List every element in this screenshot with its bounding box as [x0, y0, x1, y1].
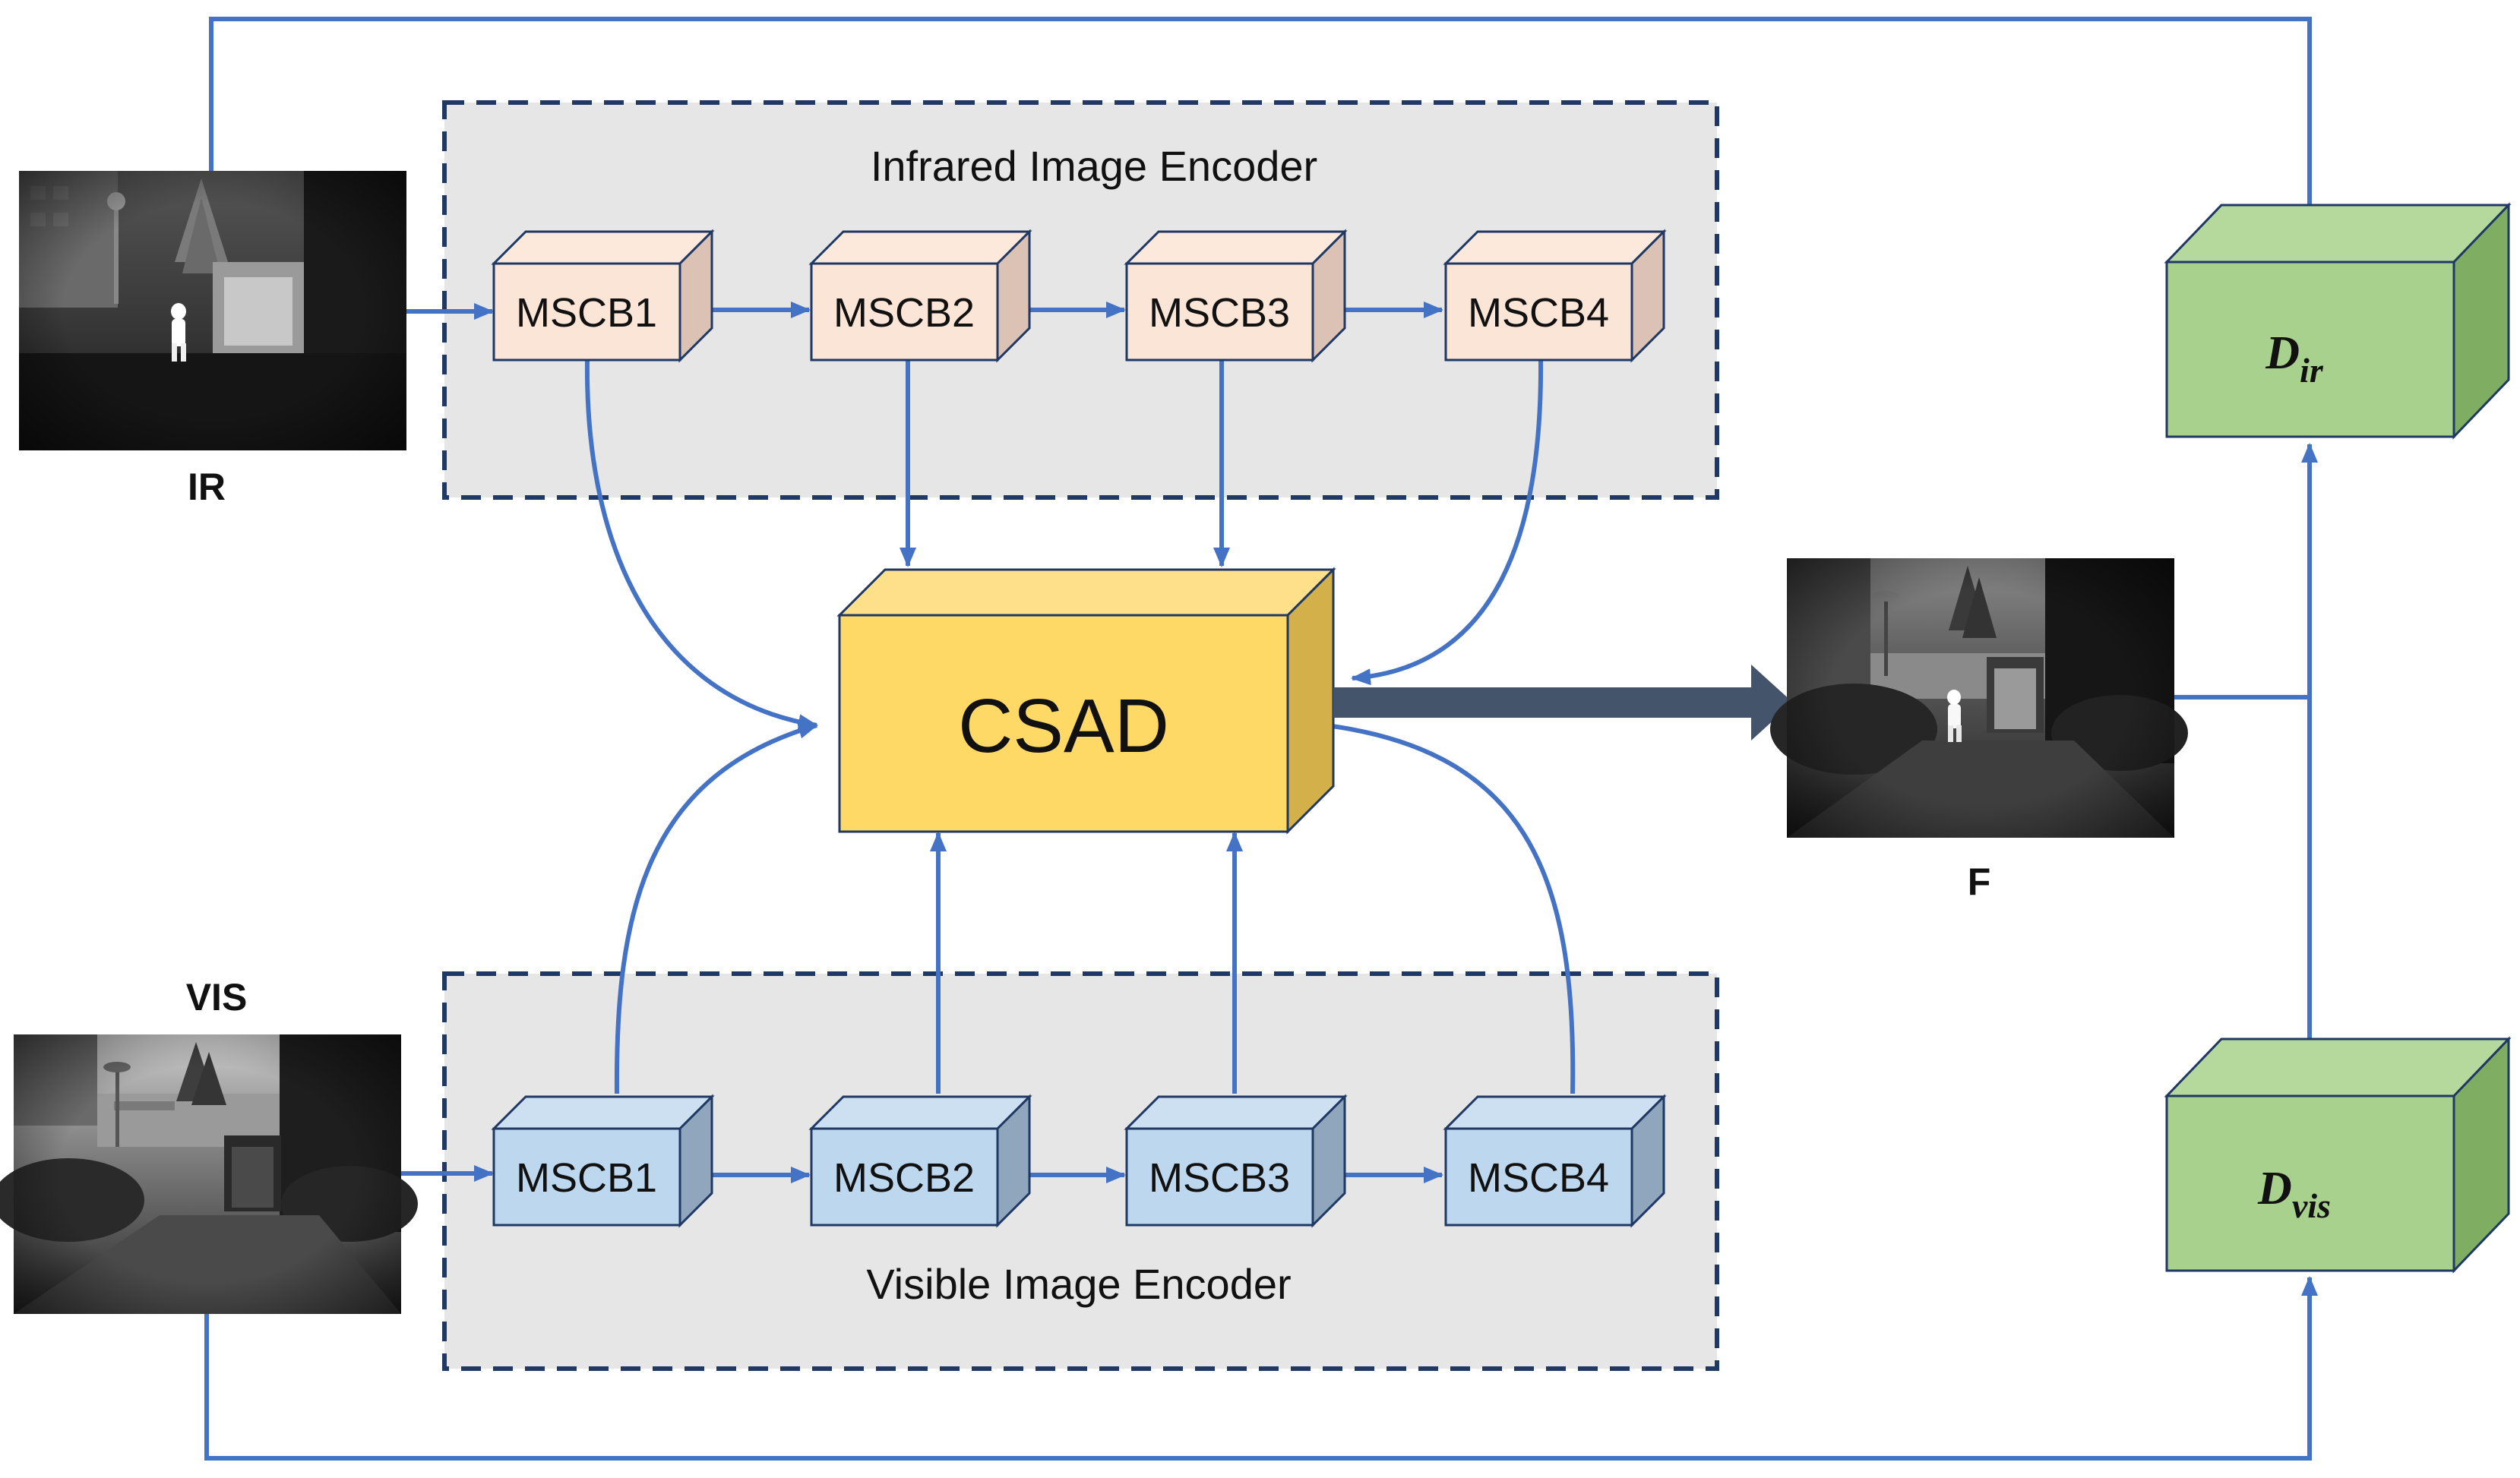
- ir-block-2: MSCB2: [808, 229, 1032, 363]
- vis-block-2-label: MSCB2: [833, 1155, 975, 1201]
- dir-sub: ir: [2300, 351, 2324, 390]
- fused-image: [1770, 558, 2188, 838]
- discriminator-vis: Dvis: [2164, 1036, 2512, 1274]
- vis-to-dvis-line: [204, 1276, 2318, 1461]
- discriminator-ir: Dir: [2164, 202, 2512, 440]
- vis-block-1: MSCB1: [491, 1094, 715, 1228]
- vis-image: [0, 1034, 418, 1314]
- visible-encoder-title: Visible Image Encoder: [866, 1260, 1291, 1308]
- ir-image-label: IR: [188, 466, 226, 508]
- svg-text:Dir: Dir: [2265, 327, 2324, 390]
- dvis-sub: vis: [2292, 1186, 2331, 1225]
- vis-image-label: VIS: [186, 976, 248, 1018]
- ir-block-1: MSCB1: [491, 229, 715, 363]
- ir-image: [19, 171, 406, 450]
- ir-block-4-label: MSCB4: [1468, 290, 1609, 336]
- csad-block: CSAD: [836, 567, 1336, 835]
- vis-block-4-label: MSCB4: [1468, 1155, 1609, 1201]
- vis-to-csad-arrows: [614, 716, 1576, 1094]
- fused-image-label: F: [1968, 861, 1991, 903]
- dir-main: D: [2265, 327, 2300, 379]
- vis-block-4: MSCB4: [1443, 1094, 1667, 1228]
- vis-block-3-label: MSCB3: [1149, 1155, 1290, 1201]
- vis-block-3: MSCB3: [1124, 1094, 1348, 1228]
- vis-block-2: MSCB2: [808, 1094, 1032, 1228]
- ir-to-csad-arrows: [584, 359, 1544, 731]
- ir-block-1-label: MSCB1: [516, 290, 657, 336]
- ir-block-2-label: MSCB2: [833, 290, 975, 336]
- csad-to-fused-arrow: [1333, 665, 1793, 741]
- svg-text:Dvis: Dvis: [2257, 1163, 2331, 1225]
- ir-block-3: MSCB3: [1124, 229, 1348, 363]
- ir-block-4: MSCB4: [1443, 229, 1667, 363]
- ir-block-3-label: MSCB3: [1149, 290, 1290, 336]
- csad-label: CSAD: [958, 684, 1169, 769]
- ir-to-dir-line: [209, 17, 2318, 256]
- dvis-main: D: [2257, 1163, 2292, 1214]
- vis-block-1-label: MSCB1: [516, 1155, 657, 1201]
- infrared-encoder-title: Infrared Image Encoder: [871, 142, 1317, 190]
